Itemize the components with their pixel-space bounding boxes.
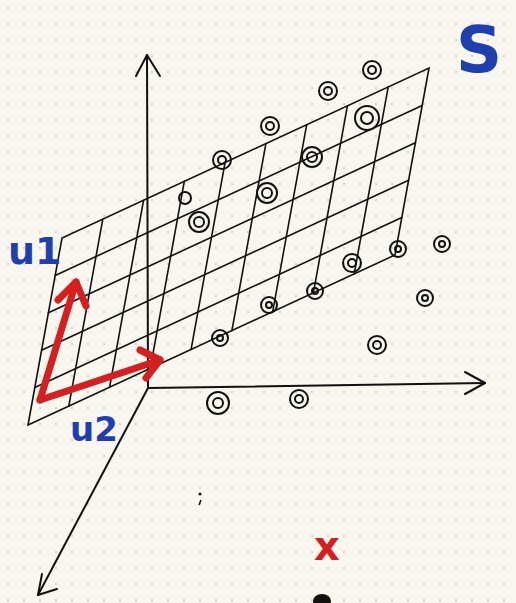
- data-point-scribble: [422, 295, 428, 301]
- vector-name: u2: [70, 412, 118, 446]
- depth-axis: [38, 388, 148, 595]
- data-point: [207, 392, 229, 414]
- stray-mark: [199, 493, 202, 496]
- vector-name: u1: [8, 232, 62, 270]
- data-point: [368, 336, 386, 354]
- point-name: x: [314, 526, 340, 566]
- data-point-scribble: [295, 395, 303, 403]
- plane-outline: [28, 68, 429, 425]
- basis-vector: [40, 360, 160, 400]
- data-point-dot: [313, 594, 331, 603]
- plane-grid: [28, 68, 429, 425]
- data-point-scribble: [324, 87, 332, 95]
- data-point: [261, 117, 279, 135]
- data-point: [302, 147, 322, 167]
- plane-name: S: [456, 18, 502, 82]
- data-point-scribble: [266, 302, 272, 308]
- axis-arrowhead: [136, 55, 160, 76]
- data-point-scribble: [213, 398, 223, 408]
- data-point-scribble: [348, 259, 356, 267]
- data-point-scribble: [361, 112, 373, 124]
- grid-line: [191, 162, 225, 349]
- data-point-scribble: [373, 341, 381, 349]
- data-point-scribble: [312, 288, 318, 294]
- data-point: [257, 183, 277, 203]
- vector-arrowhead: [140, 350, 160, 378]
- axis-arrowhead: [38, 574, 57, 595]
- horizontal-axis: [148, 383, 485, 388]
- data-point-scribble: [395, 246, 401, 252]
- grid-line: [273, 125, 307, 312]
- data-point: [179, 192, 191, 204]
- data-point: [307, 283, 323, 299]
- grid-line: [35, 218, 402, 388]
- data-point-scribble: [262, 188, 272, 198]
- basis-vectors: [40, 282, 160, 400]
- data-point: [363, 61, 381, 79]
- data-point-scribble: [368, 66, 376, 74]
- grid-line: [110, 200, 144, 387]
- data-point-scribble: [218, 156, 226, 164]
- stray-mark: [199, 500, 201, 505]
- grid-line: [42, 180, 409, 350]
- data-point-scribble: [217, 335, 223, 341]
- data-point: [343, 254, 361, 272]
- data-point: [189, 212, 209, 232]
- data-point: [290, 390, 308, 408]
- data-point: [417, 290, 433, 306]
- data-point-scribble: [439, 241, 445, 247]
- vertical-axis: [147, 55, 148, 388]
- grid-line: [55, 105, 422, 275]
- grid-line: [150, 181, 184, 368]
- data-points: [179, 61, 450, 414]
- vector-arrowhead: [58, 282, 86, 306]
- data-point: [355, 106, 379, 130]
- data-point: [261, 297, 277, 313]
- grid-line: [354, 87, 388, 274]
- grid-line: [48, 143, 415, 313]
- axes: [38, 55, 485, 595]
- data-point: [434, 236, 450, 252]
- data-point-scribble: [266, 122, 274, 130]
- data-point: [390, 241, 406, 257]
- axis-arrowhead: [465, 372, 485, 394]
- data-point: [319, 82, 337, 100]
- data-point: [212, 330, 228, 346]
- data-point: [213, 151, 231, 169]
- data-point-scribble: [194, 217, 204, 227]
- data-point-scribble: [307, 152, 317, 162]
